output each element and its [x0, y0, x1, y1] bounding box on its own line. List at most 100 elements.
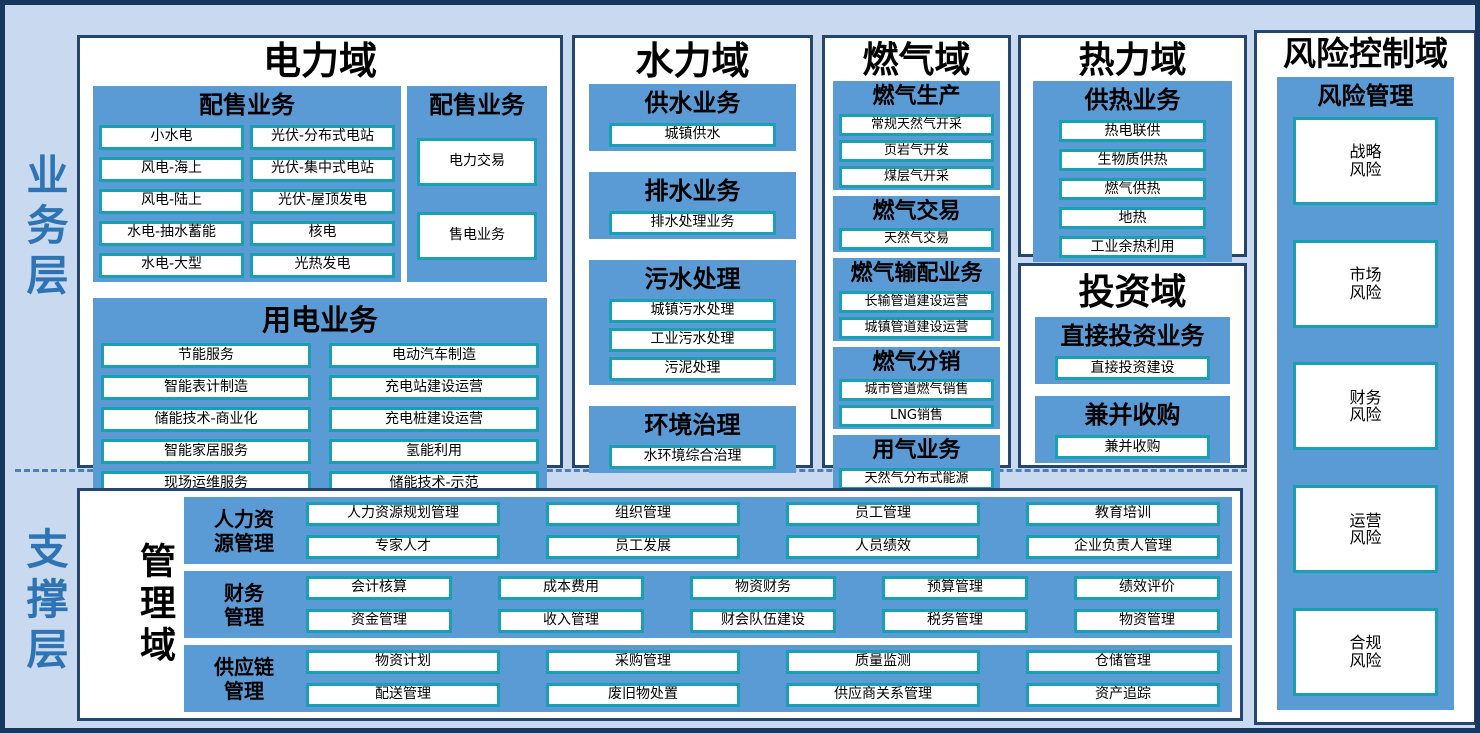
mgmt-row-supply-chain-label: 供应链 管理	[214, 654, 274, 703]
water-drainage-items: 排水处理业务	[595, 210, 790, 235]
diagram-node: 天然气交易	[839, 228, 994, 251]
section-water-supply-header: 供水业务	[644, 88, 741, 117]
section-risk-management-header: 风险管理	[1317, 81, 1414, 110]
diagram-node: 天然气分布式能源	[839, 467, 994, 490]
section-gas-production-header: 燃气生产	[872, 84, 961, 110]
mgmt-row-supply-chain-groups: 物资计划配送管理 采购管理废旧物处置 质量监测供应商关系管理 仓储管理资产追踪	[306, 650, 1220, 707]
diagram-node: 城镇污水处理	[609, 298, 776, 323]
gas-transmission-items: 长输管道建设运营城镇管道建设运营	[837, 290, 996, 339]
heat-supply-items: 热电联供生物质供热燃气供热地热工业余热利用	[1039, 120, 1226, 259]
layer-label-business: 业务层	[20, 153, 69, 303]
diagram-node: 生物质供热	[1059, 149, 1206, 172]
domain-gas-title: 燃气域	[862, 40, 971, 81]
mgmt-row-finance-label: 财务 管理	[224, 580, 264, 629]
diagram-node: 核电	[250, 220, 395, 246]
section-gas-usage: 用气业务 天然气分布式能源	[833, 435, 1000, 492]
section-water-sewage: 污水处理 城镇污水处理工业污水处理污泥处理	[589, 259, 796, 385]
diagram-node: 直接投资建设	[1055, 356, 1210, 381]
diagram-node: 仓储管理	[1026, 650, 1220, 674]
diagram-node: 采购管理	[546, 650, 740, 674]
gas-production-items: 常规天然气开采页岩气开发煤层气开采	[837, 113, 996, 188]
diagram-node: 热电联供	[1059, 120, 1206, 143]
diagram-node: 预算管理	[882, 576, 1028, 600]
mgmt-hr-group-1: 人力资源规划管理专家人才	[306, 502, 500, 559]
domain-heat-title: 热力域	[1078, 40, 1187, 81]
diagram-node: 财会队伍建设	[690, 609, 836, 633]
section-gas-trade-header: 燃气交易	[872, 198, 961, 224]
mgmt-supply-group-2: 采购管理废旧物处置	[546, 650, 740, 707]
risk-node: 市场 风险	[1293, 239, 1438, 328]
mgmt-finance-group-3: 物资财务财会队伍建设	[690, 576, 836, 633]
domain-investment: 投资域 直接投资业务 直接投资建设 兼并收购 兼并收购	[1018, 263, 1247, 468]
diagram-node: 智能表计制造	[101, 374, 311, 400]
mgmt-supply-group-4: 仓储管理资产追踪	[1026, 650, 1220, 707]
water-supply-items: 城镇供水	[595, 122, 790, 147]
section-water-drainage-header: 排水业务	[644, 176, 741, 205]
gas-trade-items: 天然气交易	[837, 228, 996, 251]
diagram-node: 页岩气开发	[839, 139, 994, 162]
diagram-node: 城镇管道建设运营	[839, 316, 994, 339]
section-heat-supply-header: 供热业务	[1084, 86, 1181, 115]
risk-node: 合规 风险	[1293, 608, 1438, 696]
diagram-node: 水电-抽水蓄能	[99, 220, 244, 246]
section-gas-production: 燃气生产 常规天然气开采页岩气开发煤层气开采	[833, 81, 1000, 190]
direct-investment-items: 直接投资建设	[1041, 356, 1224, 381]
mgmt-row-supply-chain: 供应链 管理 物资计划配送管理 采购管理废旧物处置 质量监测供应商关系管理 仓储…	[184, 645, 1232, 712]
diagram-node: 节能服务	[101, 342, 311, 368]
diagram-node: 专家人才	[306, 535, 500, 559]
mgmt-row-human-resources-groups: 人力资源规划管理专家人才 组织管理员工发展 员工管理人员绩效 教育培训企业负责人…	[306, 502, 1220, 559]
power-distribution-col1: 小水电风电-海上风电-陆上水电-抽水蓄能水电-大型	[99, 124, 244, 278]
diagram-node: 电力交易	[417, 138, 537, 187]
section-direct-investment: 直接投资业务 直接投资建设	[1035, 317, 1230, 385]
domain-heat: 热力域 供热业务 热电联供生物质供热燃气供热地热工业余热利用	[1018, 35, 1247, 263]
section-water-drainage: 排水业务 排水处理业务	[589, 171, 796, 239]
diagram-node: 资金管理	[306, 609, 452, 633]
domain-water-title: 水力域	[635, 39, 750, 83]
diagram-node: 组织管理	[546, 502, 740, 526]
mgmt-supply-group-3: 质量监测供应商关系管理	[786, 650, 980, 707]
diagram-node: 小水电	[99, 124, 244, 150]
risk-node: 财务 风险	[1293, 362, 1438, 451]
diagram-node: 充电桩建设运营	[329, 406, 539, 432]
section-water-environment-header: 环境治理	[644, 410, 741, 439]
diagram-node: 质量监测	[786, 650, 980, 674]
section-gas-transmission-header: 燃气输配业务	[850, 261, 983, 287]
diagram-node: 人力资源规划管理	[306, 502, 500, 526]
section-gas-distribution-header: 燃气分销	[872, 349, 961, 375]
risk-node: 运营 风险	[1293, 485, 1438, 574]
mgmt-row-human-resources: 人力资 源管理 人力资源规划管理专家人才 组织管理员工发展 员工管理人员绩效 教…	[184, 497, 1232, 564]
layer-label-support: 支撑层	[20, 527, 69, 677]
water-environment-items: 水环境综合治理	[595, 444, 790, 469]
diagram-node: LNG销售	[839, 405, 994, 428]
diagram-node: 风电-海上	[99, 156, 244, 182]
risk-node: 战略 风险	[1293, 116, 1438, 205]
diagram-node: 售电业务	[417, 212, 537, 261]
mgmt-finance-group-1: 会计核算资金管理	[306, 576, 452, 633]
diagram-node: 人员绩效	[786, 535, 980, 559]
diagram-node: 燃气供热	[1059, 178, 1206, 201]
risk-management-items: 战略 风险市场 风险财务 风险运营 风险合规 风险	[1283, 111, 1448, 706]
diagram-node: 智能家居服务	[101, 438, 311, 464]
diagram-node: 员工发展	[546, 535, 740, 559]
section-water-supply: 供水业务 城镇供水	[589, 83, 796, 151]
diagram-node: 长输管道建设运营	[839, 290, 994, 313]
diagram-node: 工业污水处理	[609, 327, 776, 352]
diagram-node: 城镇供水	[609, 122, 776, 147]
section-power-distribution-header: 配售业务	[199, 90, 295, 119]
diagram-node: 物资管理	[1074, 609, 1220, 633]
management-rows: 人力资 源管理 人力资源规划管理专家人才 组织管理员工发展 员工管理人员绩效 教…	[180, 491, 1240, 718]
section-gas-trade: 燃气交易 天然气交易	[833, 195, 1000, 253]
diagram-node: 物资计划	[306, 650, 500, 674]
power-top-sections: 配售业务 小水电风电-海上风电-陆上水电-抽水蓄能水电-大型 光伏-分布式电站光…	[93, 85, 547, 282]
domain-power: 电力域 配售业务 小水电风电-海上风电-陆上水电-抽水蓄能水电-大型 光伏-分布…	[77, 35, 563, 536]
diagram-node: 地热	[1059, 207, 1206, 230]
section-risk-management: 风险管理 战略 风险市场 风险财务 风险运营 风险合规 风险	[1277, 76, 1454, 710]
section-gas-transmission: 燃气输配业务 长输管道建设运营城镇管道建设运营	[833, 258, 1000, 341]
domain-water: 水力域 供水业务 城镇供水 排水业务 排水处理业务 污水处理 城镇污水处理工业污…	[572, 35, 813, 473]
section-merger-acquisition: 兼并收购 兼并收购	[1035, 396, 1230, 464]
diagram-node: 企业负责人管理	[1026, 535, 1220, 559]
diagram-node: 水电-大型	[99, 252, 244, 278]
mgmt-row-finance: 财务 管理 会计核算资金管理 成本费用收入管理 物资财务财会队伍建设 预算管理税…	[184, 571, 1232, 638]
